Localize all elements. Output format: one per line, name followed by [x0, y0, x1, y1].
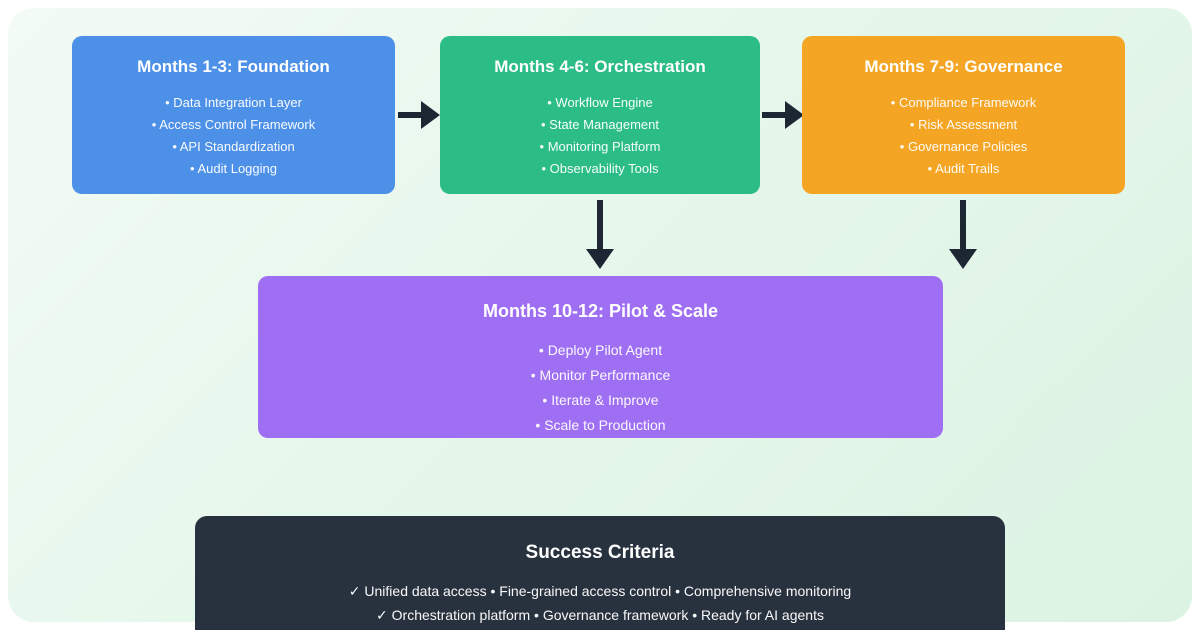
phase-orchestration-box: Months 4-6: Orchestration Workflow Engin… [440, 36, 760, 194]
phase-item: Iterate & Improve [272, 388, 929, 413]
phase-item: Monitor Performance [272, 363, 929, 388]
phase-pilot-scale-box: Months 10-12: Pilot & Scale Deploy Pilot… [258, 276, 943, 438]
arrow-orchestration-to-pilot [586, 200, 614, 272]
phase-foundation-box: Months 1-3: Foundation Data Integration … [72, 36, 395, 194]
phase-governance-title: Months 7-9: Governance [864, 57, 1063, 76]
arrow-shaft [960, 200, 966, 249]
success-criteria-line: ✓ Orchestration platform • Governance fr… [376, 607, 824, 623]
phase-item: Audit Trails [816, 158, 1111, 180]
phase-foundation-items: Data Integration Layer Access Control Fr… [86, 92, 381, 180]
arrow-head-icon [949, 249, 977, 269]
phase-item: Governance Policies [816, 136, 1111, 158]
arrow-head-icon [421, 101, 440, 129]
phase-foundation-title: Months 1-3: Foundation [137, 57, 330, 76]
arrow-shaft [762, 112, 785, 118]
phase-pilot-scale-items: Deploy Pilot Agent Monitor Performance I… [272, 338, 929, 438]
arrow-head-icon [586, 249, 614, 269]
arrow-orchestration-to-governance [762, 100, 806, 130]
phase-item: Observability Tools [454, 158, 746, 180]
success-criteria-box: Success Criteria ✓ Unified data access •… [195, 516, 1005, 630]
phase-item: Access Control Framework [86, 114, 381, 136]
arrow-head-icon [785, 101, 804, 129]
phase-item: Risk Assessment [816, 114, 1111, 136]
success-criteria-line: ✓ Unified data access • Fine-grained acc… [348, 583, 852, 599]
phase-item: Audit Logging [86, 158, 381, 180]
phase-item: Workflow Engine [454, 92, 746, 114]
phase-item: API Standardization [86, 136, 381, 158]
phase-item: Data Integration Layer [86, 92, 381, 114]
phase-governance-items: Compliance Framework Risk Assessment Gov… [816, 92, 1111, 180]
success-criteria-lines: ✓ Unified data access • Fine-grained acc… [195, 579, 1005, 627]
success-criteria-title: Success Criteria [525, 542, 675, 563]
phase-orchestration-title: Months 4-6: Orchestration [494, 57, 706, 76]
arrow-shaft [597, 200, 603, 249]
phase-item: Scale to Production [272, 413, 929, 438]
phase-item: Deploy Pilot Agent [272, 338, 929, 363]
phase-pilot-scale-title: Months 10-12: Pilot & Scale [482, 301, 719, 321]
phase-orchestration-items: Workflow Engine State Management Monitor… [454, 92, 746, 180]
arrow-foundation-to-orchestration [398, 100, 442, 130]
phase-item: Compliance Framework [816, 92, 1111, 114]
phase-item: State Management [454, 114, 746, 136]
phase-governance-box: Months 7-9: Governance Compliance Framew… [802, 36, 1125, 194]
arrow-governance-to-pilot [949, 200, 977, 272]
arrow-shaft [398, 112, 421, 118]
phase-item: Monitoring Platform [454, 136, 746, 158]
